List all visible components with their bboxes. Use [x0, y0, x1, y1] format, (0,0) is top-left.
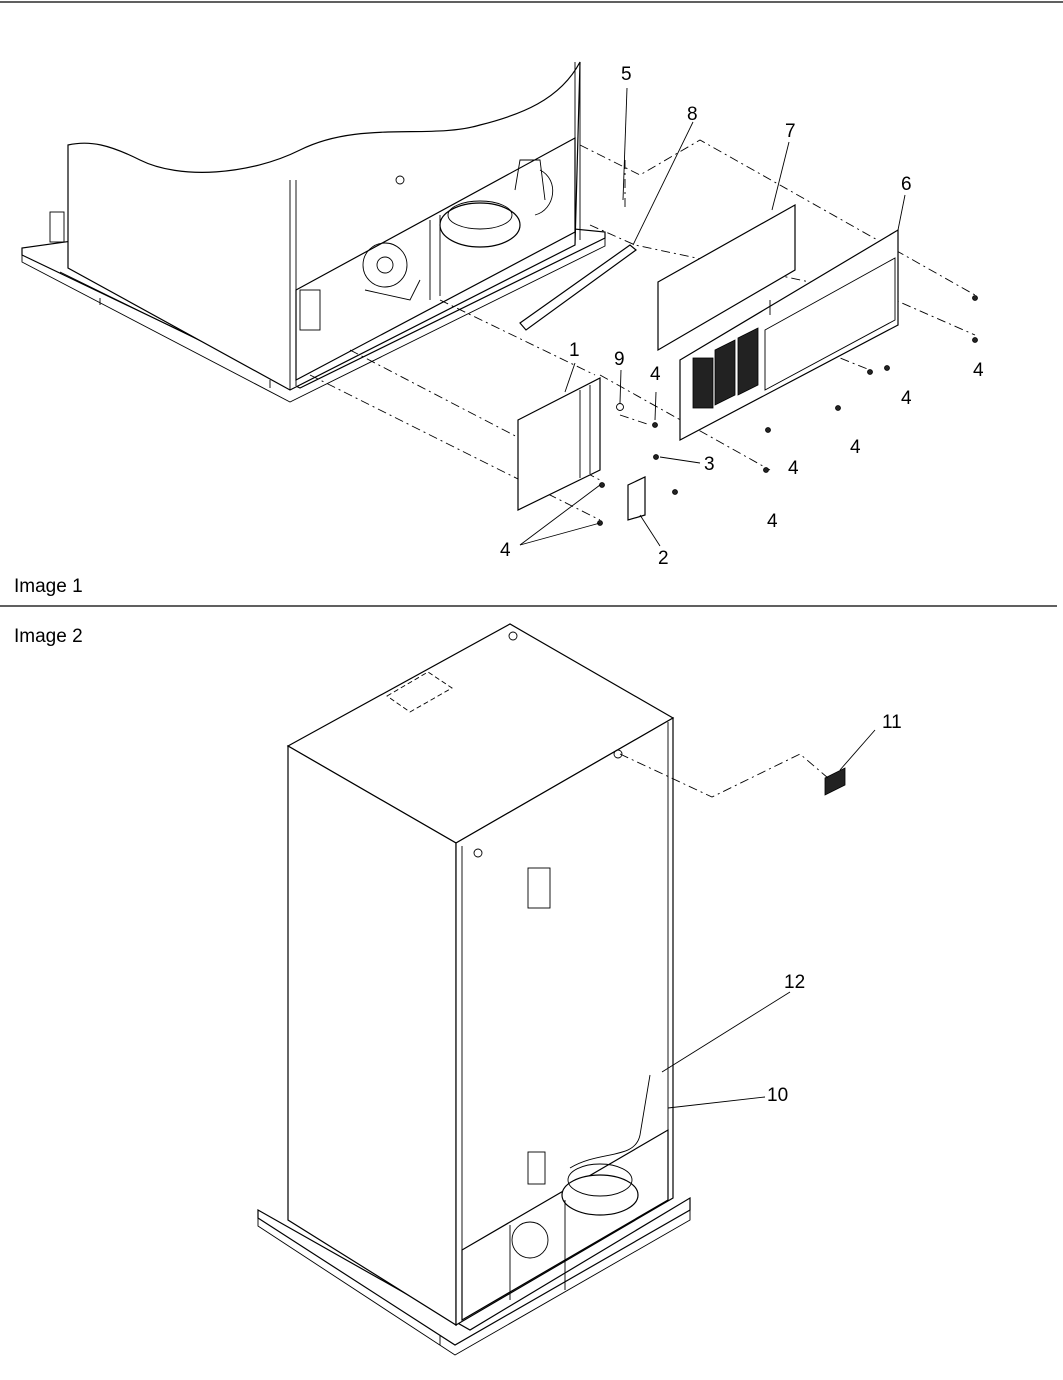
- callout-5: 5: [621, 64, 632, 85]
- image1-exploded-view: 5 8 7 6 1 9 4 4 4 4 4 4 4 3 2: [21, 61, 984, 569]
- part-8-seal-strip: [519, 244, 637, 331]
- callout-3: 3: [704, 454, 715, 475]
- callout-4-e: 4: [788, 458, 799, 479]
- callout-7: 7: [785, 121, 796, 142]
- image2-cabinet-view: 11 12 10: [257, 623, 902, 1356]
- part-7-insulation-panel: [657, 203, 796, 352]
- image2-refrigerator-cabinet: [286, 623, 675, 1327]
- image2-caption: Image 2: [14, 626, 83, 647]
- callout-4-f: 4: [767, 511, 778, 532]
- callout-4-g: 4: [500, 540, 511, 561]
- callout-1: 1: [569, 340, 580, 361]
- callout-12: 12: [784, 972, 805, 993]
- image2-base-skid: [257, 1196, 691, 1356]
- image1-leader-lines: [519, 87, 906, 547]
- callout-11: 11: [882, 712, 902, 733]
- image2-leader-lines: [661, 729, 876, 1109]
- cabinet-lower-body: [49, 61, 581, 391]
- callout-9: 9: [614, 349, 625, 370]
- callout-4-c: 4: [901, 388, 912, 409]
- part-11-vent-grille: [619, 753, 846, 798]
- callout-4-a: 4: [650, 364, 661, 385]
- callout-4-d: 4: [850, 437, 861, 458]
- callout-6: 6: [901, 174, 912, 195]
- image1-caption: Image 1: [14, 576, 83, 597]
- part-6-rear-access-cover: [679, 228, 899, 441]
- callout-8: 8: [687, 104, 698, 125]
- part-2-bracket: [627, 476, 646, 521]
- callout-10: 10: [767, 1085, 788, 1106]
- screw-markers: [597, 295, 978, 526]
- callout-4-b: 4: [973, 360, 984, 381]
- part-1-side-panel: [517, 377, 601, 511]
- callout-2: 2: [658, 548, 669, 569]
